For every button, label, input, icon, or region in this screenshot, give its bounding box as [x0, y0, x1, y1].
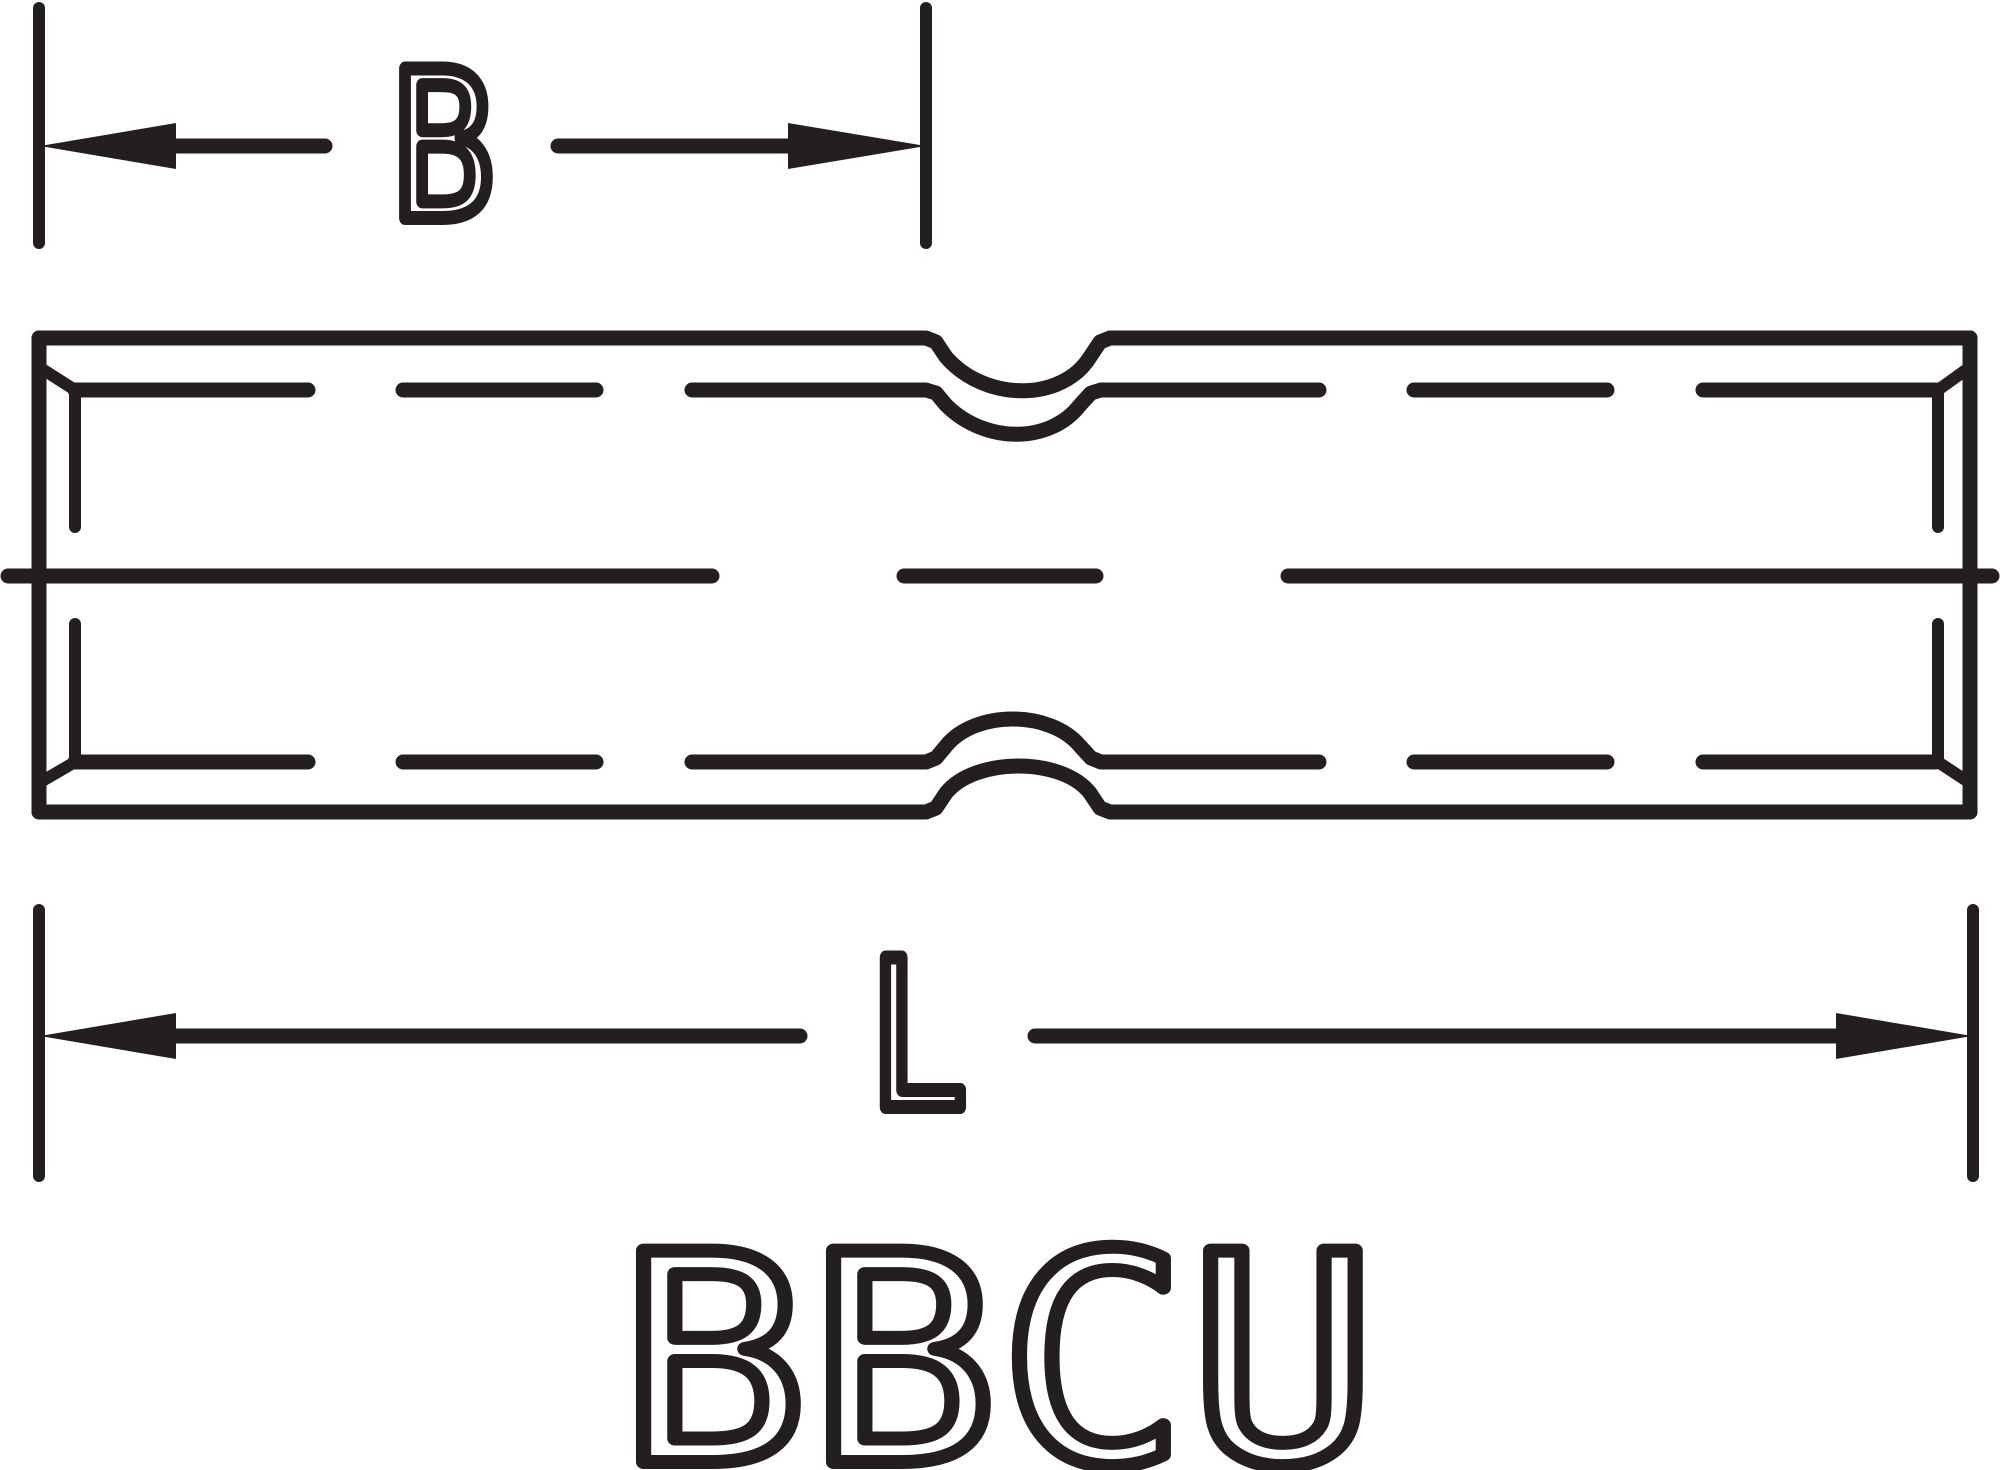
dimension-b-left-arrowhead-icon — [40, 123, 176, 169]
dimension-b-right-arrowhead-icon — [788, 123, 926, 169]
left-bottom-chamfer — [33, 756, 81, 789]
right-top-chamfer — [1932, 361, 1976, 396]
right-bottom-chamfer — [1932, 756, 1976, 789]
inner-bottom-crimp — [684, 711, 1327, 770]
part-number-label: BBCU — [618, 1194, 1378, 1470]
outer-top-edge-line — [31, 330, 1978, 399]
dimension-l-right-arrowhead-icon — [1836, 1013, 1972, 1059]
connector-body — [0, 330, 2000, 820]
dimension-b-label: B — [391, 29, 495, 267]
left-top-chamfer — [33, 361, 81, 396]
outer-bottom-edge-line — [31, 758, 1978, 820]
dimension-l-left-arrowhead-icon — [40, 1013, 176, 1059]
dimension-l: L — [33, 904, 1979, 1182]
dimension-l-label: L — [868, 918, 968, 1156]
inner-top-crimp — [684, 382, 1327, 442]
dimension-b: B — [33, 2, 932, 274]
